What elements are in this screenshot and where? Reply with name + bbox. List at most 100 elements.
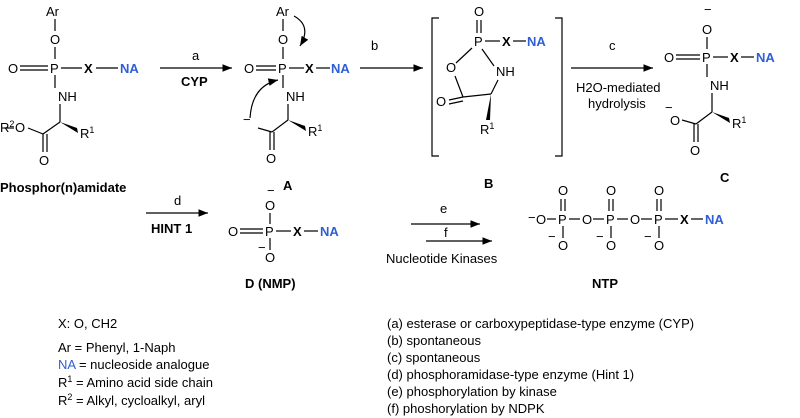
- prodrug-r1: R1: [80, 125, 94, 141]
- arrow-c-reagent-line2: hydrolysis: [588, 96, 646, 111]
- prodrug-na: NA: [120, 61, 139, 76]
- bond: [681, 119, 697, 125]
- bond: [462, 93, 492, 98]
- legend-na-definition: NA = nucleoside analogue: [58, 357, 209, 372]
- arrow-b-letter: b: [371, 38, 378, 53]
- c-phosphate-o: O: [702, 22, 712, 37]
- ntp-bridge-o1: O: [582, 212, 592, 227]
- prodrug-carbonyl-o: O: [39, 153, 49, 168]
- bond: [454, 75, 464, 98]
- b-carbonyl-o: O: [436, 94, 446, 109]
- ntp-bridge-o2: O: [630, 212, 640, 227]
- right-bracket: [555, 17, 563, 157]
- d-oxo-o: O: [228, 224, 238, 239]
- legend-ar-definition: Ar = Phenyl, 1-Naph: [58, 340, 175, 355]
- legend-step-b: (b) spontaneous: [387, 333, 481, 348]
- wedge-bond: [486, 94, 491, 120]
- legend-r2-definition: R2 = Alkyl, cycloalkyl, aryl: [58, 392, 205, 408]
- d-x: X: [293, 224, 302, 239]
- arrow-b: b: [360, 38, 423, 72]
- ntp-structure: O − O P O − O O P O − O O P O − X NA N: [528, 183, 724, 291]
- ntp-p1-bottom-o: O: [558, 238, 568, 253]
- bond: [448, 100, 464, 105]
- ntp-p2: P: [606, 212, 615, 227]
- b-ring-o: O: [446, 60, 456, 75]
- nucleophilic-attack-arrow: [249, 78, 279, 119]
- a-carboxylate-minus: −: [243, 112, 251, 127]
- legend-step-a: (a) esterase or carboxypeptidase-type en…: [387, 316, 694, 331]
- prodrug-ester-o: O: [50, 32, 60, 47]
- arrow-ef: e f Nucleotide Kinases: [386, 201, 498, 266]
- bond: [27, 127, 44, 135]
- arrow-c-reagent-line1: H2O-mediated: [576, 80, 661, 95]
- a-r1: R1: [308, 123, 322, 139]
- arrow-c: c H2O-mediated hydrolysis: [571, 38, 661, 111]
- b-p: P: [474, 34, 483, 49]
- c-r1: R1: [732, 115, 746, 131]
- a-na: NA: [331, 61, 350, 76]
- c-na: NA: [756, 50, 775, 65]
- a-carbonyl-o: O: [266, 151, 276, 166]
- wedge-bond: [60, 122, 78, 133]
- nmp-structure: − O O P X NA O − D (NMP): [228, 183, 339, 291]
- ntp-p2-minus: −: [596, 229, 604, 244]
- prodrug-alkoxy-o: O: [15, 120, 25, 135]
- d-bottom-minus: −: [258, 240, 266, 255]
- c-p: P: [702, 50, 711, 65]
- prodrug-structure: Ar O O P X NA NH R1 O O R2 Phosphor(n)am…: [0, 4, 139, 195]
- left-bracket: [431, 17, 439, 157]
- prodrug-ar: Ar: [46, 4, 60, 19]
- d-na: NA: [320, 224, 339, 239]
- legend-x-definition: X: O, CH2: [58, 316, 117, 331]
- arrow-f-letter: f: [444, 225, 448, 240]
- prodrug-oxo-o: O: [8, 61, 18, 76]
- ntp-na: NA: [705, 212, 724, 227]
- wedge-bond: [288, 120, 306, 131]
- arrow-e-letter: e: [440, 201, 447, 216]
- a-p: P: [278, 61, 287, 76]
- enzyme-legend: (a) esterase or carboxypeptidase-type en…: [387, 316, 694, 416]
- prodrug-r2: R2: [0, 119, 14, 135]
- ntp-p1-top-o: O: [558, 183, 568, 198]
- prodrug-label: Phosphor(n)amidate: [0, 180, 126, 195]
- bond: [455, 47, 473, 64]
- intermediate-b-structure: O P X NA O NH O R1 B: [431, 4, 563, 191]
- ntp-label: NTP: [592, 276, 618, 291]
- prodrug-p: P: [50, 61, 59, 76]
- substituent-legend: X: O, CH2 Ar = Phenyl, 1-Naph NA = nucle…: [58, 316, 213, 408]
- legend-r1-definition: R1 = Amino acid side chain: [58, 374, 213, 390]
- c-carbonyl-o: O: [690, 143, 700, 158]
- c-carboxylate-minus: −: [665, 100, 673, 115]
- electron-push-arrow: [293, 15, 309, 47]
- bond: [271, 119, 289, 133]
- ef-reagent: Nucleotide Kinases: [386, 251, 498, 266]
- ntp-p3-top-o: O: [654, 183, 664, 198]
- ntp-p3-minus: −: [644, 229, 652, 244]
- c-x: X: [730, 50, 739, 65]
- b-oxo-o: O: [474, 4, 484, 19]
- arrow-c-letter: c: [609, 38, 616, 53]
- c-p-minus: −: [704, 2, 712, 17]
- legend-step-f: (f) phoshorylation by NDPK: [387, 401, 545, 416]
- arrow-d: d HINT 1: [146, 193, 208, 236]
- ntp-p2-top-o: O: [606, 183, 616, 198]
- bond: [490, 79, 499, 95]
- a-ester-o: O: [278, 32, 288, 47]
- arrow-a-letter: a: [192, 48, 200, 63]
- arrow-a-reagent: CYP: [181, 74, 208, 89]
- legend-step-e: (e) phosphorylation by kinase: [387, 384, 557, 399]
- bond: [42, 121, 61, 135]
- arrow-d-letter: d: [174, 193, 181, 208]
- intermediate-a-structure: Ar O O P X NA NH R1 O − A: [243, 4, 350, 193]
- d-top-o: O: [265, 198, 275, 213]
- legend-step-c: (c) spontaneous: [387, 350, 481, 365]
- bond: [448, 96, 464, 101]
- a-nh: NH: [286, 89, 305, 104]
- intermediate-a-label: A: [283, 178, 293, 193]
- legend-step-d: (d) phosphoramidase-type enzyme (Hint 1): [387, 367, 634, 382]
- ntp-p3: P: [654, 212, 663, 227]
- product-c-label: C: [720, 170, 730, 185]
- ntp-p1-minus: −: [548, 229, 556, 244]
- ntp-terminal-o: O: [536, 212, 546, 227]
